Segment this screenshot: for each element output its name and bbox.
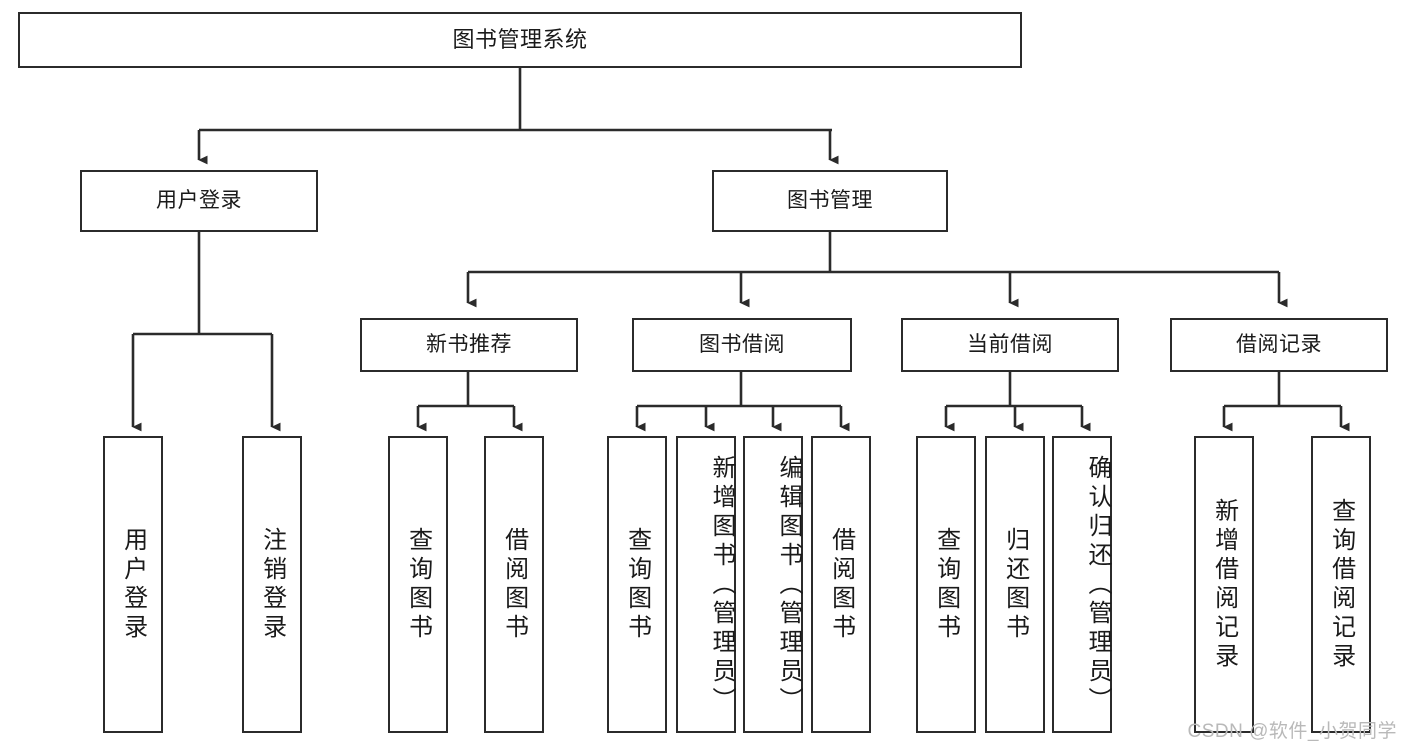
leaf-query-book-recommend[interactable]: 查询图书 [388, 436, 448, 733]
watermark-credit: CSDN @软件_小贺同学 [1187, 721, 1397, 742]
leaf-logout[interactable]: 注销登录 [242, 436, 302, 733]
leaf-borrow-book[interactable]: 借阅图书 [811, 436, 871, 733]
leaf-edit-book-admin[interactable]: 编辑图书（管理员） [743, 436, 803, 733]
node-root-system[interactable]: 图书管理系统 [18, 12, 1022, 68]
leaf-borrow-book-recommend[interactable]: 借阅图书 [484, 436, 544, 733]
leaf-add-borrow-record[interactable]: 新增借阅记录 [1194, 436, 1254, 733]
node-new-book-recommend[interactable]: 新书推荐 [360, 318, 578, 372]
leaf-return-book[interactable]: 归还图书 [985, 436, 1045, 733]
leaf-user-login[interactable]: 用户登录 [103, 436, 163, 733]
node-borrow-record[interactable]: 借阅记录 [1170, 318, 1388, 372]
node-current-borrow[interactable]: 当前借阅 [901, 318, 1119, 372]
leaf-query-borrow-record[interactable]: 查询借阅记录 [1311, 436, 1371, 733]
node-user-login[interactable]: 用户登录 [80, 170, 318, 232]
leaf-confirm-return-admin[interactable]: 确认归还（管理员） [1052, 436, 1112, 733]
leaf-query-book-borrow[interactable]: 查询图书 [607, 436, 667, 733]
leaf-query-book-current[interactable]: 查询图书 [916, 436, 976, 733]
node-book-borrow[interactable]: 图书借阅 [632, 318, 852, 372]
leaf-add-book-admin[interactable]: 新增图书（管理员） [676, 436, 736, 733]
node-book-management[interactable]: 图书管理 [712, 170, 948, 232]
